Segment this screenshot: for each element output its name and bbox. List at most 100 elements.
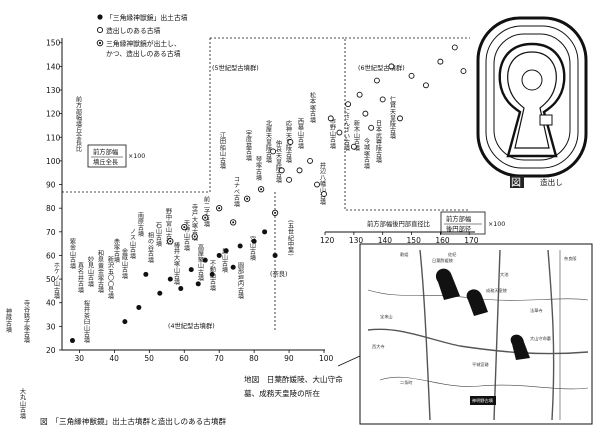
y-tick-label: 130 <box>46 86 61 95</box>
point-tsukuridashi-tomb <box>460 68 467 75</box>
y-tick-label: 60 <box>46 251 56 260</box>
tomb-label: 赤塚古墳 <box>113 238 120 264</box>
x-ratio-denominator: 後円部径 <box>446 224 472 233</box>
point-tsukuridashi-tomb <box>307 157 313 164</box>
tomb-labels: 神蔵古墳寺谷銚子塚古墳ホケノ山古墳紫金山古墳真名井古墳妙見山古墳和泉黄金塚古墳新… <box>5 91 396 420</box>
y-tick-label: 140 <box>46 62 61 71</box>
map-label-box <box>470 396 496 405</box>
map-label-11: 西大寺 <box>372 343 385 350</box>
map-label-5: 宝来山 <box>380 313 393 320</box>
x-tick-label: 170 <box>464 236 479 245</box>
point-mirror-tomb <box>69 338 75 344</box>
y-ratio-multiplier: ×100 <box>128 153 145 160</box>
y-tick-label: 70 <box>46 228 56 237</box>
point-mirror-tomb <box>237 243 243 249</box>
figure-glyph-box <box>510 176 524 188</box>
side-note-mid5c: (五世紀中葉) <box>287 220 294 256</box>
chart-points <box>69 44 467 344</box>
x-tick-label: 90 <box>284 354 294 363</box>
y-ratio-box <box>87 144 127 168</box>
point-both-tomb-core <box>274 211 277 214</box>
point-tsukuridashi-tomb <box>451 44 458 51</box>
map-label-6: 佐紀 <box>448 251 457 258</box>
tomb-label: 相の谷古墳 <box>147 231 154 264</box>
tomb-label: 日本武尊陵古墳 <box>375 120 382 165</box>
tomb-label: 桜井茶臼山古墳 <box>83 299 90 344</box>
x-tick-label: 100 <box>319 354 334 363</box>
point-both-tomb-core <box>246 197 249 200</box>
y-tick-label: 100 <box>46 157 61 166</box>
y-tick-label: 90 <box>46 181 56 190</box>
y-tick-label: 50 <box>46 275 56 284</box>
point-tsukuridashi-tomb <box>423 82 429 89</box>
point-both-tomb-core <box>218 207 221 210</box>
tomb-label: 仲哀天皇陵古墳 <box>275 139 282 184</box>
tomb-label: 琴塚古墳 <box>255 156 262 182</box>
legend: 「三角縁神獣鏡」出土古墳 造出しのある古墳 三角縁神獣鏡が出土し、 かつ、造出し… <box>96 13 188 58</box>
legend-marker-filled <box>97 14 103 20</box>
point-tsukuridashi-tomb <box>296 167 303 174</box>
point-tsukuridashi-tomb <box>345 101 352 108</box>
map-label-8: 奈良阪 <box>564 255 577 262</box>
point-tsukuridashi-tomb <box>287 139 294 145</box>
tomb-label: 紫金山古墳 <box>69 237 76 270</box>
tomb-label: 金蔵山古墳 <box>121 247 128 280</box>
x-tick-label: 140 <box>378 236 393 245</box>
tomb-label: 宇度墓古墳 <box>245 129 252 162</box>
point-mirror-tomb <box>188 267 194 273</box>
map-label-13: 大池 <box>500 271 509 278</box>
x-tick-label: 120 <box>320 236 335 245</box>
point-tsukuridashi-tomb <box>314 181 320 188</box>
tomb-label: 寺谷銚子塚古墳 <box>23 300 30 345</box>
legend-label-filled: 「三角縁神獣鏡」出土古墳 <box>106 13 188 22</box>
map-label-1: 日葉酢媛陵 <box>432 257 454 264</box>
point-both-tomb-core <box>183 226 186 229</box>
tomb-label: 園部垣内古墳 <box>237 262 244 300</box>
tsukuridashi-platform <box>539 114 553 126</box>
point-mirror-tomb <box>122 319 128 325</box>
point-tsukuridashi-tomb <box>278 167 285 174</box>
legend-label-ring: 三角縁神獣鏡が出土し、 <box>106 39 181 48</box>
y-tick-label: 20 <box>46 346 56 355</box>
x-tick-label: 30 <box>74 354 84 363</box>
tomb-label: 真名井古墳 <box>77 261 84 294</box>
point-tsukuridashi-tomb <box>321 191 327 197</box>
tomb-label: 江田船山古墳 <box>219 132 226 170</box>
map-caption-line2: 墓、成務天皇陵の所在 <box>244 388 320 398</box>
point-tsukuridashi-tomb <box>408 72 415 79</box>
point-tsukuridashi-tomb <box>379 96 386 103</box>
x-tick-label: 160 <box>435 236 450 245</box>
side-note-nara: (奈良) <box>270 269 288 278</box>
point-mirror-tomb <box>209 271 215 277</box>
tomb-label: 新沢五〇〇号墳 <box>107 255 114 300</box>
map-label-7: 歌姫 <box>400 251 408 258</box>
point-mirror-tomb <box>195 281 201 287</box>
tomb-label: 大丸山古墳 <box>19 387 26 420</box>
point-mirror-tomb <box>272 252 278 258</box>
x-axis-label: 前方部幅後円部直径比 <box>367 219 430 228</box>
map-tomb-seimu <box>466 289 488 316</box>
map-label-12: 二条町 <box>400 379 413 385</box>
group-label-5c: (5世紀型古墳群) <box>212 63 259 72</box>
tomb-label: 市野山古墳 <box>329 117 336 150</box>
x-tick-label: 150 <box>407 236 422 245</box>
tomb-label: にさんざい古墳 <box>343 108 350 153</box>
map-tomb-oyamamori <box>510 334 530 360</box>
point-tsukuridashi-tomb <box>368 124 375 131</box>
y-ratio-note: 前方部幅 墳丘全長 ×100 前方部幅墳丘全長比 <box>75 95 145 168</box>
point-tsukuridashi-tomb <box>327 115 334 122</box>
y-tick-label: 30 <box>46 322 56 331</box>
point-tsukuridashi-tomb <box>373 77 380 84</box>
tomb-label: 巣山古墳 <box>221 247 228 274</box>
point-mirror-tomb <box>216 252 222 258</box>
point-both-tomb-core <box>260 188 263 191</box>
x-ratio-multiplier: ×100 <box>488 221 505 228</box>
map-label-9: 法華寺 <box>530 307 543 314</box>
y-ratio-denominator: 墳丘全長 <box>93 157 119 166</box>
x-tick-label: 60 <box>179 354 189 363</box>
illustration-caption: 造出し <box>540 177 563 187</box>
point-tsukuridashi-tomb <box>397 115 403 122</box>
tomb-label: 天神山古墳 <box>183 220 190 252</box>
